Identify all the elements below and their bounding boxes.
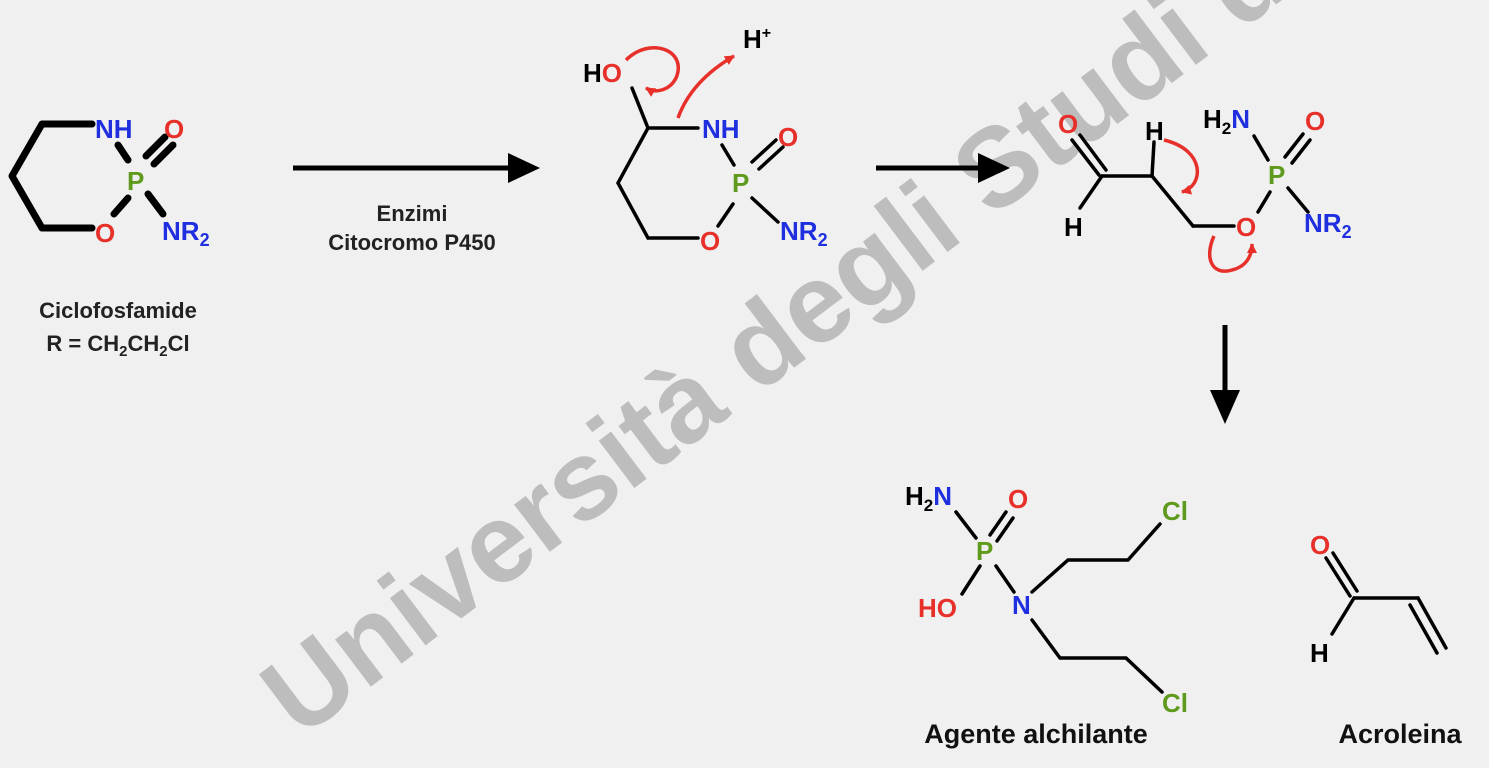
curved-arrows-3 [1163, 138, 1257, 273]
bond-c-o-double-b [1331, 551, 1359, 593]
atom-h2n: H2N [905, 481, 952, 515]
bond-c-o-double-b [1078, 133, 1108, 172]
atom-h: H [1310, 638, 1329, 668]
molecule-ciclofosfamide [8, 120, 177, 232]
atom-o-double: O [778, 122, 798, 152]
atom-o-ring: O [95, 218, 115, 248]
chain-top [1030, 522, 1162, 594]
atom-h-alpha: H [1145, 116, 1164, 146]
bond-p-o-double-a [988, 510, 1008, 537]
molecule-aldofosfamide [1070, 132, 1312, 228]
atom-cl-top: Cl [1162, 496, 1188, 526]
atom-n: N [1012, 590, 1031, 620]
ring-bonds [8, 120, 96, 232]
bond-c2-c3-b [1408, 603, 1439, 655]
bond-c-h [1330, 596, 1356, 636]
bond-c-oh [630, 86, 650, 130]
reaction-arrow-3 [1210, 325, 1240, 424]
bond-p-o-double-b [150, 141, 177, 168]
curved-arrow-ch-to-c [1163, 138, 1200, 195]
atom-o-aldehyde: O [1058, 109, 1078, 139]
atom-h-plus: H+ [743, 24, 771, 54]
atom-o: O [1310, 530, 1330, 560]
label-acroleina: Acroleina [1338, 719, 1462, 749]
curved-arrow-oh-to-c [624, 45, 680, 97]
bond-c-o-double-a [1324, 556, 1352, 598]
atom-o-ring: O [700, 226, 720, 256]
ring-bonds [616, 126, 700, 240]
bond-o-p [1256, 190, 1272, 214]
curved-arrow-c-o-to-o [1208, 235, 1257, 273]
bond-nh-p [720, 143, 736, 167]
atom-o-double: O [164, 114, 184, 144]
atom-h-aldehyde: H [1064, 212, 1083, 242]
reaction-arrow-2 [876, 153, 1010, 183]
bond-c2-h [1150, 140, 1156, 178]
bond-p-o-double-a [142, 133, 169, 160]
atom-cl-bottom: Cl [1162, 688, 1188, 718]
atom-nh: NH [702, 114, 740, 144]
atom-p: P [1268, 160, 1285, 190]
bond-p-o-double-b [757, 145, 785, 171]
chain-bottom [1030, 618, 1164, 694]
atom-ho: HO [583, 58, 622, 88]
bond-p-o-double-a [1283, 132, 1305, 159]
bond-nh2-p [1252, 134, 1270, 162]
bond-p-o-double-b [1290, 138, 1312, 165]
atom-p: P [732, 168, 749, 198]
label-agente-alchilante: Agente alchilante [924, 719, 1148, 749]
label-r-formula: R = CH2CH2Cl [46, 331, 189, 360]
bond-p-n [750, 196, 780, 224]
bond-nh2-p [954, 510, 978, 540]
atom-ho: HO [918, 593, 957, 623]
bond-p-n [144, 190, 167, 218]
curved-arrows-2 [624, 45, 735, 119]
bond-p-oh [960, 564, 982, 596]
reaction-arrow-1 [293, 153, 540, 183]
atom-o-double: O [1305, 106, 1325, 136]
atom-o-ester: O [1236, 212, 1256, 242]
label-citocromo: Citocromo P450 [328, 230, 496, 255]
molecule-agente-alchilante [954, 510, 1164, 694]
bond-c-o-double-a [1070, 138, 1101, 177]
bond-c2-c3 [1150, 174, 1195, 228]
label-enzimi: Enzimi [377, 201, 448, 226]
bond-c2-c3-a [1416, 596, 1448, 650]
bond-p-o-double-a [750, 138, 778, 164]
atom-nr2: NR2 [162, 216, 210, 250]
atom-h2n: H2N [1203, 104, 1250, 138]
curved-arrow-nh-to-hplus [676, 54, 735, 119]
bond-p-o-double-b [995, 516, 1015, 543]
molecule-4-hydroxy [616, 86, 785, 240]
bond-o-p [716, 202, 735, 228]
atom-o-double: O [1008, 484, 1028, 514]
atom-nh: NH [95, 114, 133, 144]
bond-p-n [1286, 186, 1310, 214]
atom-p: P [976, 536, 993, 566]
atom-p: P [127, 166, 144, 196]
atom-nr2: NR2 [1304, 208, 1352, 242]
bond-p-n [994, 564, 1016, 594]
bond-c-h [1078, 174, 1104, 210]
label-ciclofosfamide: Ciclofosfamide [39, 298, 197, 323]
atom-nr2: NR2 [780, 216, 828, 250]
bond-o-p [110, 194, 132, 218]
bond-nh-p [114, 141, 132, 164]
molecule-acroleina [1324, 551, 1448, 655]
